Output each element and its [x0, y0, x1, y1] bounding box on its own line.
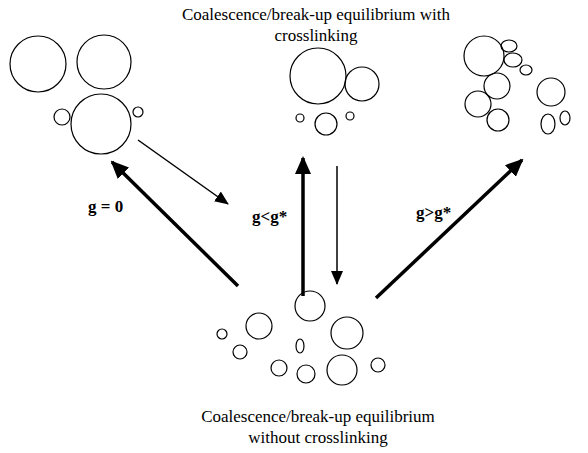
state-caption: Coalescence/break-up equilibrium with cr…	[181, 4, 451, 46]
condition-label: g = 0	[86, 196, 125, 217]
droplets-left	[10, 35, 143, 154]
droplets-bottom	[217, 291, 385, 385]
droplets-middle	[290, 48, 379, 135]
arrows	[112, 140, 522, 298]
condition-label: g>g*	[414, 202, 453, 223]
condition-label: g<g*	[250, 206, 289, 227]
droplets-right-aggregated	[464, 36, 570, 134]
state-caption: Coalescence/break-up equilibrium without…	[183, 406, 453, 448]
